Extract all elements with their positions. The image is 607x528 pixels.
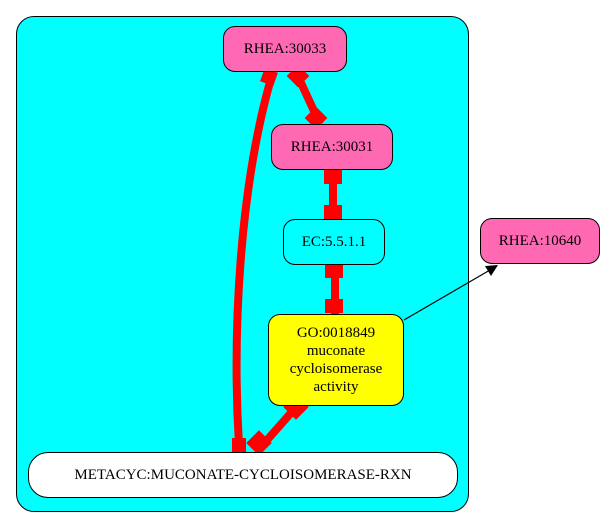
edge-end-marker <box>246 430 272 456</box>
node-label-line: activity <box>313 379 359 395</box>
node-id: GO:0018849 <box>296 325 376 341</box>
edge-end-marker <box>324 205 342 219</box>
edge-rhea30033-metacyc <box>232 80 274 446</box>
node-label: RHEA:30031 <box>290 139 374 155</box>
edge-end-marker <box>260 68 278 86</box>
node-rhea-30031[interactable]: RHEA:30031 <box>271 124 393 170</box>
node-label-line: cycloisomerase <box>289 361 383 377</box>
node-rhea-10640[interactable]: RHEA:10640 <box>480 218 600 264</box>
edge-end-marker <box>304 106 328 130</box>
edge-end-marker <box>324 170 342 184</box>
edge-end-marker <box>232 438 246 454</box>
node-label-line: muconate <box>306 343 366 359</box>
edge-end-marker <box>325 264 343 278</box>
node-label: RHEA:30033 <box>243 41 327 57</box>
arrowhead-icon <box>485 265 498 276</box>
node-label: RHEA:10640 <box>498 233 582 249</box>
node-label: METACYC:MUCONATE-CYCLOISOMERASE-RXN <box>74 467 412 483</box>
node-rhea-30033[interactable]: RHEA:30033 <box>223 26 347 72</box>
node-metacyc-muconate-cycloisomerase-rxn[interactable]: METACYC:MUCONATE-CYCLOISOMERASE-RXN <box>28 452 458 498</box>
edge-end-marker <box>325 299 343 313</box>
node-ec-5-5-1-1[interactable]: EC:5.5.1.1 <box>283 219 385 265</box>
node-label: EC:5.5.1.1 <box>301 234 367 250</box>
node-go-0018849[interactable]: GO:0018849 muconate cycloisomerase activ… <box>268 314 404 406</box>
edge-go-rhea10640 <box>403 269 491 321</box>
